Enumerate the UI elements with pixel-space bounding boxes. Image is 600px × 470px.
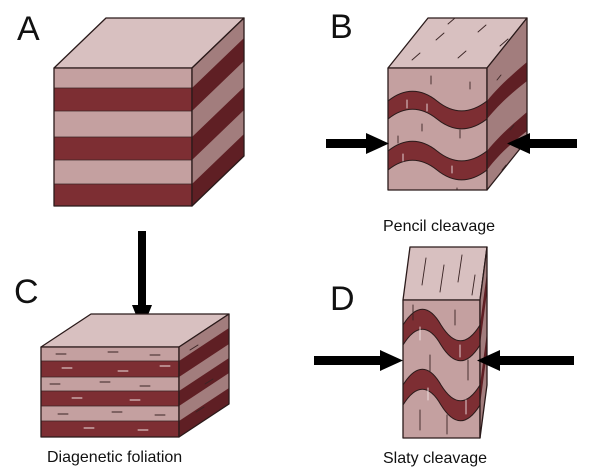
block-a-side-dark-layers [192,38,244,206]
block-d-top-face [402,246,488,301]
block-b-top-ticks [411,17,509,61]
block-d [402,246,488,439]
compression-arrow-right-icon [326,133,389,154]
block-b-cleavage-ticks [397,75,471,190]
panel-d: D [314,246,574,467]
block-c-side-outline [178,313,230,438]
panel-d-caption: Slaty cleavage [383,450,487,467]
compression-arrow-left-icon [507,133,577,154]
block-c-layer-lines [41,360,179,422]
block-c [40,313,230,438]
panel-b-letter: B [330,8,353,46]
panel-c-caption: Diagenetic foliation [47,449,182,466]
block-a-side-outline [191,17,245,207]
panel-a-letter: A [17,10,40,48]
block-a [53,17,245,207]
block-d-side-face [480,247,487,438]
panel-d-letter: D [330,280,355,318]
block-d-front-face [403,300,480,438]
panel-b-caption: Pencil cleavage [383,218,495,235]
compression-arrow-right-icon [314,350,403,371]
block-d-slaty-cleavage-lines [412,304,469,435]
panel-b: B [326,8,577,235]
compression-arrow-left-icon [477,350,574,371]
panel-c: C [14,273,230,466]
block-a-layer-lines [54,87,192,185]
block-c-dark-layers [41,361,179,437]
block-d-side-outline [479,246,488,439]
block-b-front-face [388,68,487,190]
block-a-dark-layers [54,88,192,206]
block-c-side-dark-layers [179,328,229,437]
panel-a: A [17,10,245,207]
block-c-foliation-dashes [49,351,171,431]
panel-c-letter: C [14,273,39,311]
block-b [387,17,528,191]
